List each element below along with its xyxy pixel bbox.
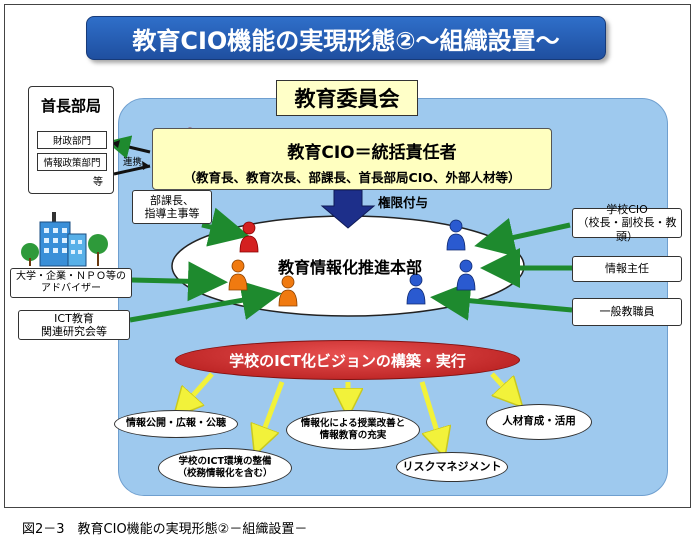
person-red-icon bbox=[239, 221, 259, 253]
etc-label: 等 bbox=[93, 177, 103, 188]
arrow-to-risk bbox=[419, 381, 442, 448]
managers-label: 部課長、 指導主事等 bbox=[132, 190, 212, 224]
arrow-to-env bbox=[258, 381, 285, 446]
page-title: 教育CIO機能の実現形態②～組織設置～ bbox=[86, 16, 606, 60]
arrow-ict-research bbox=[129, 280, 282, 323]
school-cio-label: 学校CIO （校長・副校長・教頭） bbox=[572, 203, 682, 243]
outcome-pr: 情報公開・広報・公聴 bbox=[114, 410, 238, 438]
arrow-to-hr bbox=[490, 372, 516, 400]
outcome-env: 学校のICT環境の整備 （校務情報化を含む） bbox=[158, 448, 292, 488]
mayor-title: 首長部局 bbox=[40, 97, 101, 115]
arrow-managers bbox=[201, 207, 250, 247]
outcome-risk: リスクマネジメント bbox=[396, 452, 508, 482]
authority-label: 権限付与 bbox=[378, 195, 429, 210]
person-orange-icon-2 bbox=[278, 275, 298, 307]
arrow-to-pr bbox=[180, 372, 214, 410]
cio-sub-label: （教育長、教育次長、部課長、首長部局CIO、外部人材等） bbox=[183, 170, 521, 185]
outcome-hr: 人材育成・活用 bbox=[486, 404, 592, 440]
figure-caption: 図2－3 教育CIO機能の実現形態②－組織設置－ bbox=[22, 522, 308, 537]
authority-arrow bbox=[320, 189, 376, 229]
link-label: 連携 bbox=[123, 157, 143, 168]
staff-label: 一般教職員 bbox=[572, 298, 682, 326]
person-blue-icon-3 bbox=[406, 273, 426, 305]
person-blue-icon-1 bbox=[446, 219, 466, 251]
info-chief-label: 情報主任 bbox=[572, 256, 682, 282]
mayor-department-box: 首長部局 財政部門 情報政策部門 等 bbox=[28, 86, 114, 194]
person-orange-icon-1 bbox=[228, 259, 248, 291]
info-policy-dept-label: 情報政策部門 bbox=[37, 153, 107, 171]
advisors-label: 大学・企業・ＮＰＯ等の アドバイザー bbox=[10, 268, 132, 298]
ict-research-label: ICT教育 関連研究会等 bbox=[18, 310, 130, 340]
person-blue-icon-2 bbox=[456, 259, 476, 291]
center-label: 教育情報化推進本部 bbox=[278, 258, 423, 277]
cio-main-label: 教育CIO＝統括責任者 bbox=[287, 143, 457, 163]
arrow-advisors bbox=[131, 261, 228, 302]
outcome-lessons: 情報化による授業改善と 情報教育の充実 bbox=[286, 410, 420, 450]
arrow-staff bbox=[430, 280, 573, 321]
arrow-school-cio bbox=[474, 217, 571, 258]
buildings-icon bbox=[21, 212, 108, 267]
cio-box: 教育CIO＝統括責任者 （教育長、教育次長、部課長、首長部局CIO、外部人材等） bbox=[152, 128, 552, 190]
board-title: 教育委員会 bbox=[276, 80, 418, 116]
vision-ellipse: 学校のICT化ビジョンの構築・実行 bbox=[175, 340, 520, 380]
finance-dept-label: 財政部門 bbox=[37, 131, 107, 149]
